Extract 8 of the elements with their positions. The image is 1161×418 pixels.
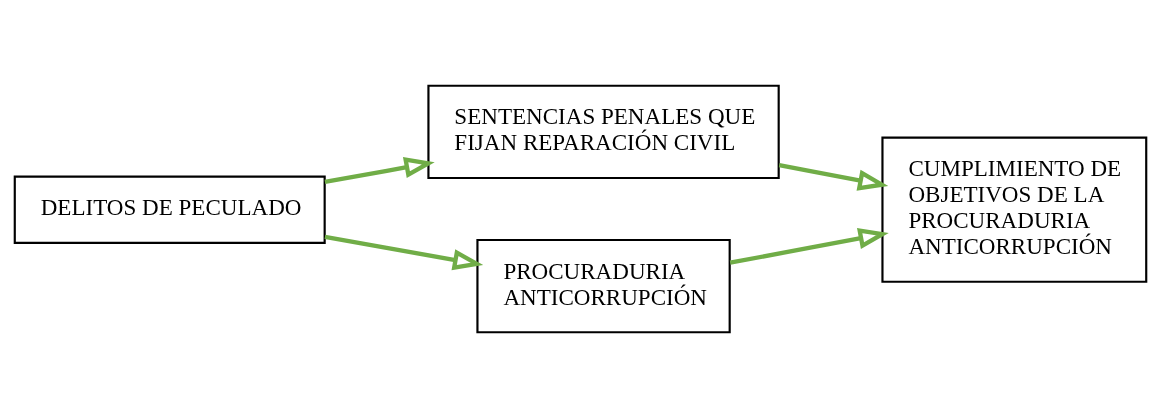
arrow — [324, 157, 435, 185]
node-box: SENTENCIAS PENALES QUE FIJAN REPARACIÓN CIVIL — [427, 84, 780, 180]
node-box: PROCURADURIA ANTICORRUPCIÓN — [476, 238, 731, 334]
node-box: DELITOS DE PECULADO — [13, 175, 326, 244]
node-box: CUMPLIMIENTO DE OBJETIVOS DE LA PROCURADURIA ANTICORRUPCIÓN — [881, 136, 1148, 283]
arrow — [729, 228, 889, 265]
arrow — [324, 234, 484, 271]
arrow — [778, 163, 889, 191]
